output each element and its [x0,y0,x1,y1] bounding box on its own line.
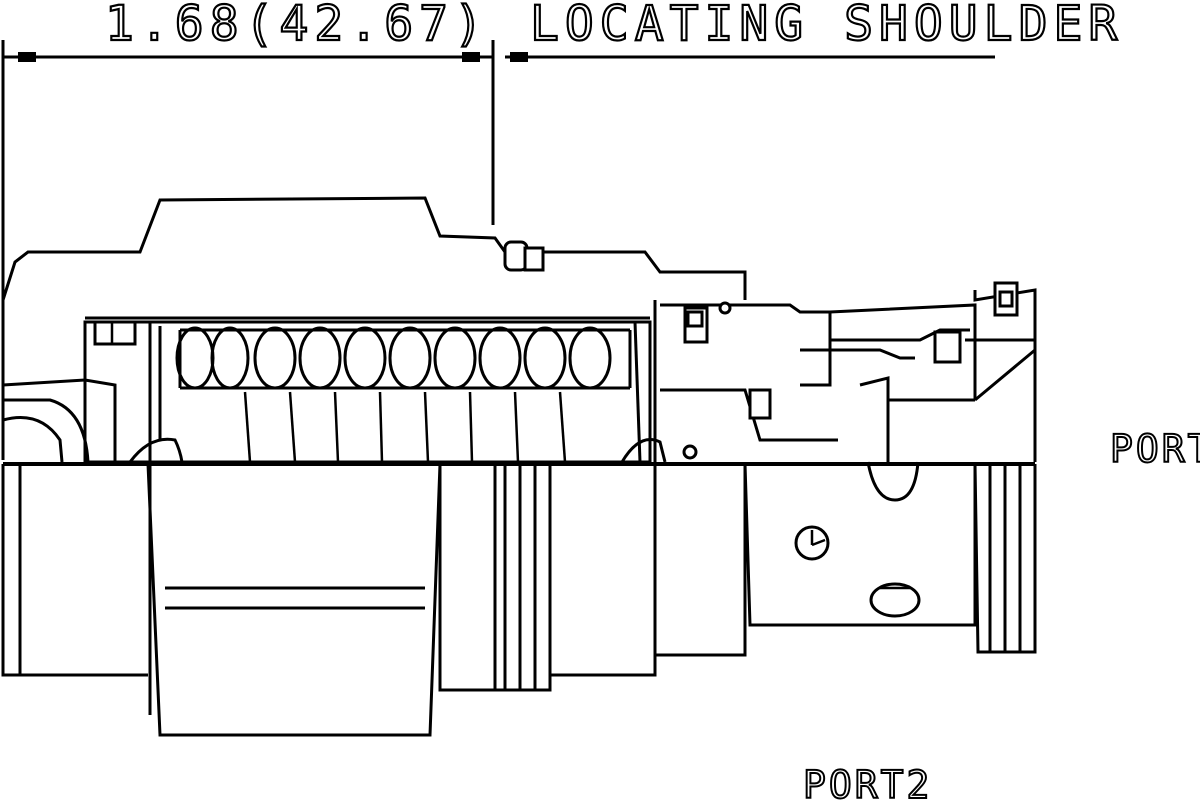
valve-body-upper [1,196,747,301]
small-ball [718,301,732,315]
left-adjuster [2,378,667,463]
dimension-label: 1.68(42.67) [105,0,489,52]
port-seal-ball [682,444,698,460]
arrow-left-tick [18,52,36,62]
locating-shoulder-label: LOCATING SHOULDER [530,0,1123,52]
poppet-assembly [653,281,1037,502]
valve-body-lower [1,463,1037,737]
cross-hole [869,582,921,618]
dimension-line [1,40,995,460]
port2-label: PORT2 [803,763,932,800]
spring-coils [175,326,612,463]
port1-label: PORT1 [1110,427,1200,471]
oring-upper-shoulder-2 [523,246,545,272]
orifice-circle [794,525,830,561]
arrow-mid-right-tick [510,52,528,62]
arrow-mid-left-tick [462,52,480,62]
